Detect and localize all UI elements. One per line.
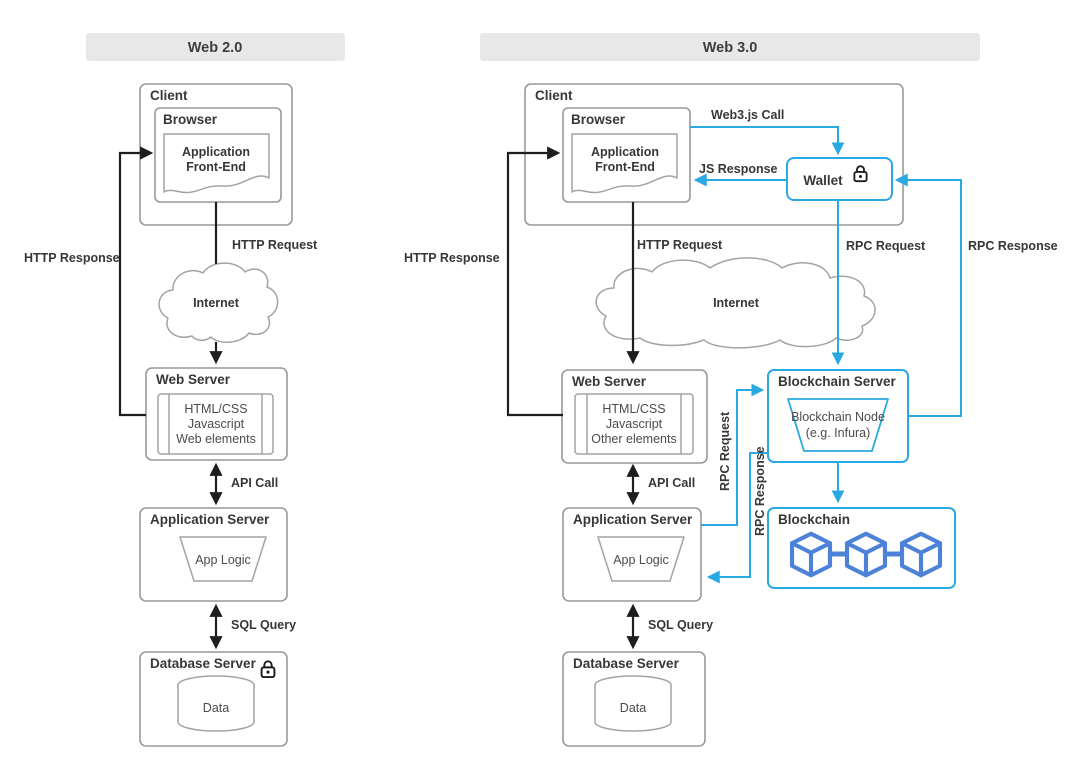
web3-web-content-bars [586,394,682,454]
web3-blockchain-label: Blockchain [778,512,850,527]
web2-client-label: Client [150,88,188,103]
web3-title: Web 3.0 [703,40,758,56]
web3-frontend-line1: Application [591,145,659,159]
web3-blockchain-server-label: Blockchain Server [778,374,897,389]
web3-blockchain-node-trapezoid [787,398,889,452]
web2-web-content-bars [168,394,263,454]
web2-content-line3: Web elements [176,432,256,446]
web3-rpc-response-appserver-arrow [706,452,768,584]
web3-http-response-label: HTTP Response [404,251,500,265]
web2-app-server-label: Application Server [150,512,270,527]
web3-rpc-request-label: RPC Request [846,239,926,253]
web3-data-label: Data [620,701,646,715]
web2-title-bar [86,33,345,61]
web3-rpc-response-vertical-label: RPC Response [753,446,767,536]
web3-web3js-call-arrow [690,126,845,156]
web2-internet-cloud [158,262,279,343]
web3-node-line1: Blockchain Node [791,410,885,424]
web2-content-line2: Javascript [188,417,245,431]
web3-wallet-label: Wallet [803,173,843,188]
web2-data-label: Data [203,701,229,715]
web3-rpc-request-appserver-arrow [701,383,765,526]
web2-api-call-label: API Call [231,476,278,490]
web2-app-logic-trapezoid [179,536,267,582]
web3-rpc-request-vertical-label: RPC Request [718,411,732,491]
web3-internet-label: Internet [713,296,760,310]
web3-content-line2: Javascript [606,417,663,431]
web3-column: Web 3.0 Client Browser Application Front… [404,33,1058,747]
web3-web-server-label: Web Server [572,374,647,389]
web2-column: Web 2.0 Client Browser Application Front… [24,33,345,747]
web3-db-server-label: Database Server [573,656,680,671]
web2-db-server-label: Database Server [150,656,257,671]
web3-client-label: Client [535,88,573,103]
web3-web3js-call-label: Web3.js Call [711,108,784,122]
blockchain-cube-icon [847,534,885,576]
web3-app-logic-label: App Logic [613,553,669,567]
web3-http-response-arrow [506,146,563,417]
web2-http-request-label: HTTP Request [232,238,318,252]
web3-app-logic-trapezoid [597,536,685,582]
web2-web-server-label: Web Server [156,372,231,387]
web2-web-content-shape [157,393,274,455]
web2-frontend-line1: Application [182,145,250,159]
web3-node-line2: (e.g. Infura) [806,426,871,440]
web3-title-bar [480,33,980,61]
web3-api-call-label: API Call [648,476,695,490]
web2-http-response-arrow [118,146,154,417]
web2-internet-label: Internet [193,296,240,310]
blockchain-cube-icon [902,534,940,576]
web2-title: Web 2.0 [188,40,243,56]
web3-http-request-label: HTTP Request [637,238,723,252]
web3-rpc-response-wallet-arrow [894,173,962,417]
web3-data-cylinder [594,685,672,732]
web3-content-line1: HTML/CSS [602,402,665,416]
web2-app-logic-label: App Logic [195,553,251,567]
web3-app-server-label: Application Server [573,512,693,527]
web2-sql-query-label: SQL Query [231,618,296,632]
blockchain-cube-icon [792,534,830,576]
web3-frontend-line2: Front-End [595,160,655,174]
web2-http-response-label: HTTP Response [24,251,120,265]
web2-frontend-document [163,133,270,194]
web3-sql-query-label: SQL Query [648,618,713,632]
web3-internet-cloud [595,257,876,349]
web3-content-line3: Other elements [591,432,676,446]
web3-rpc-response-label: RPC Response [968,239,1058,253]
web2-frontend-line2: Front-End [186,160,246,174]
web3-web-content-shape [574,393,694,455]
web2-data-cylinder [177,685,255,732]
web3-frontend-document [571,133,678,194]
web2-content-line1: HTML/CSS [184,402,247,416]
web2-browser-label: Browser [163,112,218,127]
web3-js-response-label: JS Response [699,162,778,176]
web3-browser-label: Browser [571,112,626,127]
